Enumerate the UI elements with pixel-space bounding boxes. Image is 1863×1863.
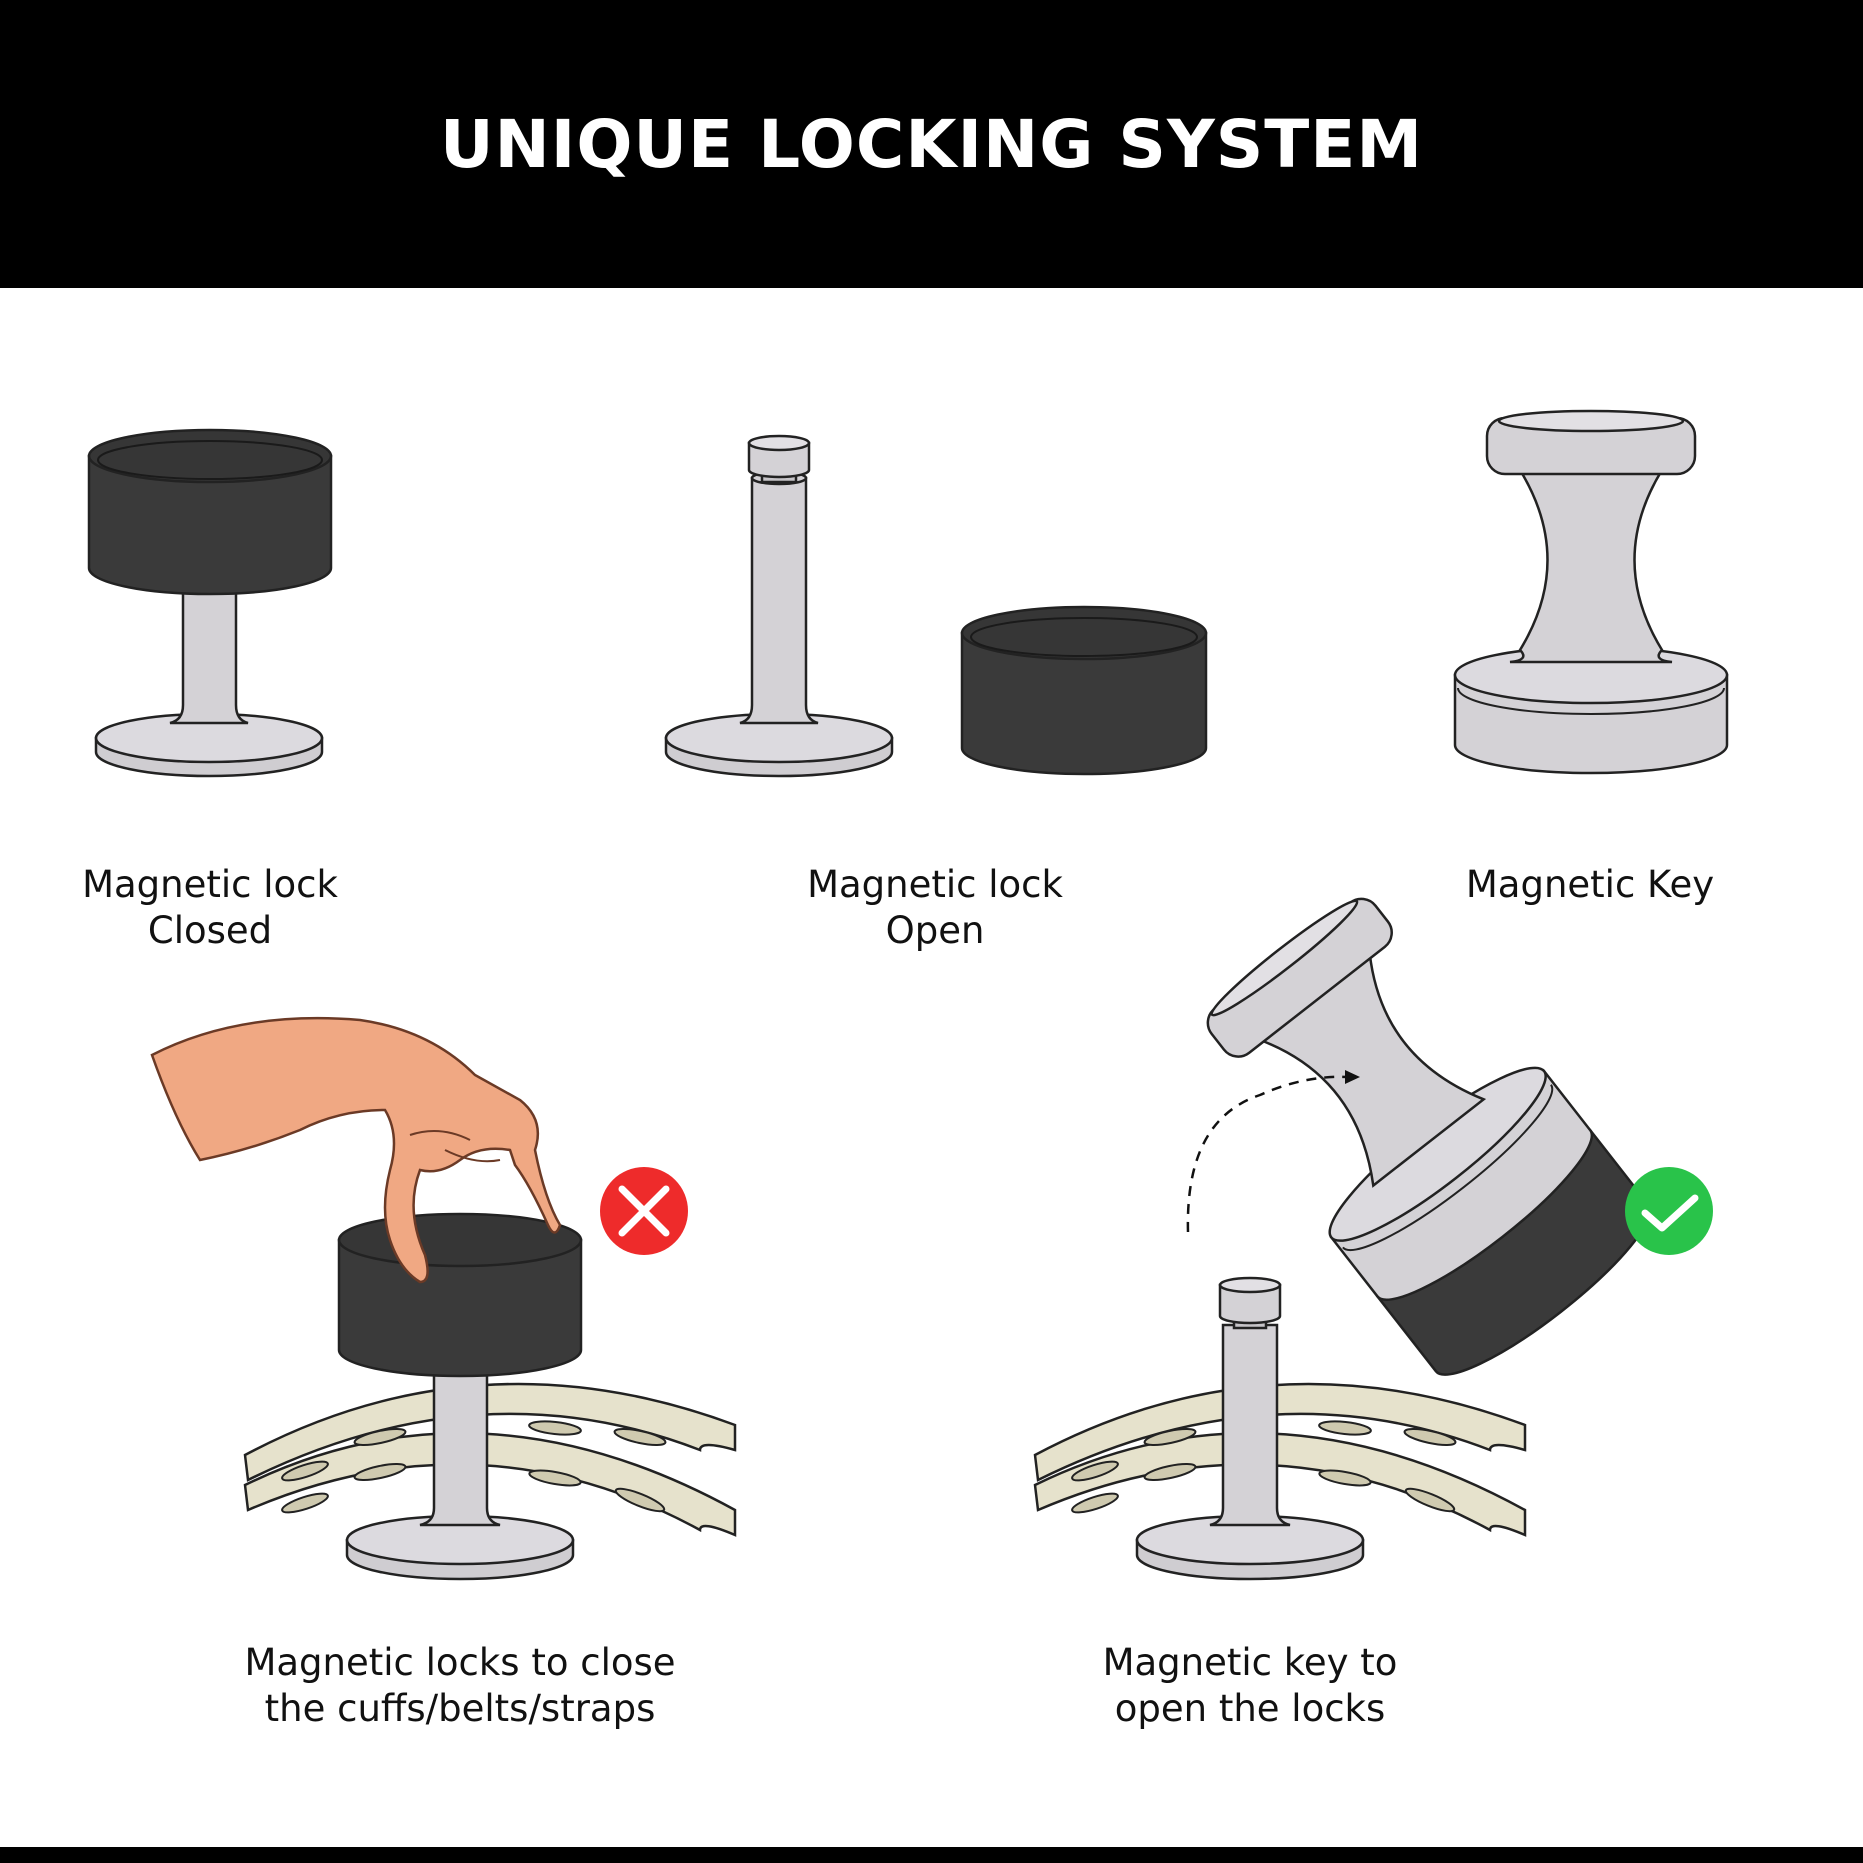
straps-right-illustration	[1033, 1382, 1527, 1537]
bottom-border	[0, 1847, 1863, 1863]
straps-left-illustration	[243, 1382, 737, 1537]
open-pin-through-straps-illustration	[1135, 1276, 1365, 1581]
caption-magnetic-lock-closed: Magnetic lock Closed	[30, 862, 390, 954]
lock-through-straps-illustration	[337, 1212, 583, 1581]
caption-magnetic-key: Magnetic Key	[1410, 862, 1770, 908]
cross-icon	[600, 1167, 688, 1255]
caption-locks-to-close: Magnetic locks to close the cuffs/belts/…	[180, 1640, 740, 1732]
caption-magnetic-lock-open: Magnetic lock Open	[755, 862, 1115, 954]
magnetic-key-illustration	[1453, 409, 1729, 775]
caption-line: Magnetic Key	[1465, 863, 1715, 906]
caption-line: Open	[885, 909, 985, 952]
open-lock-cap-illustration	[960, 605, 1208, 776]
rotation-arrow-icon	[1186, 1070, 1360, 1233]
hand-illustration	[150, 1016, 562, 1284]
caption-line: Magnetic key to	[1102, 1641, 1398, 1684]
caption-line: Magnetic locks to close	[244, 1641, 676, 1684]
check-icon	[1625, 1167, 1713, 1255]
caption-line: the cuffs/belts/straps	[264, 1687, 656, 1730]
caption-line: open the locks	[1114, 1687, 1386, 1730]
caption-key-to-open: Magnetic key to open the locks	[1000, 1640, 1500, 1732]
caption-line: Magnetic lock	[82, 863, 338, 906]
open-lock-pin-illustration	[664, 434, 894, 778]
caption-line: Magnetic lock	[807, 863, 1063, 906]
caption-line: Closed	[147, 909, 273, 952]
closed-lock-illustration	[87, 428, 333, 778]
tilted-key-with-cap-illustration	[1206, 897, 1652, 1376]
illustration-canvas	[87, 409, 1729, 1581]
header-banner: UNIQUE LOCKING SYSTEM	[0, 0, 1863, 288]
page-title: UNIQUE LOCKING SYSTEM	[439, 105, 1424, 183]
